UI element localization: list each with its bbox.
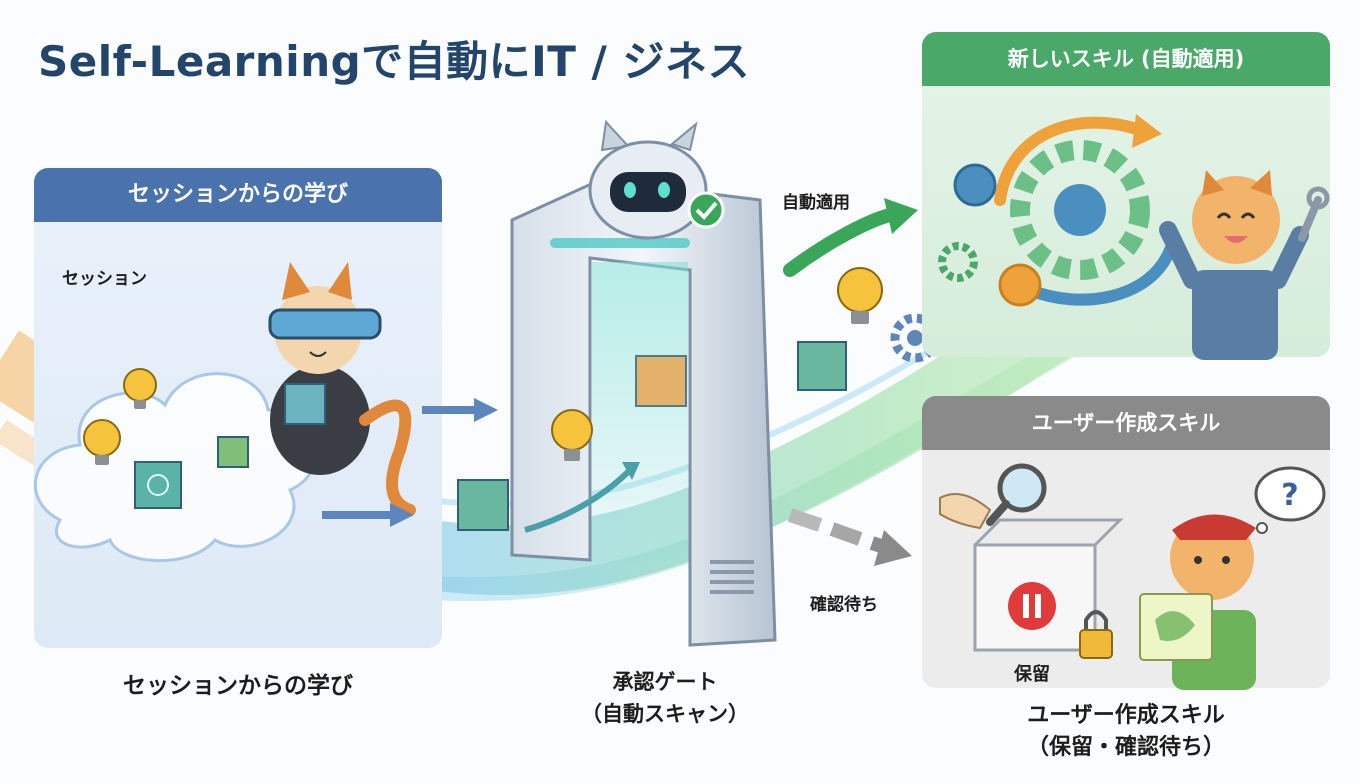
approval-gate-caption: 承認ゲート （自動スキャン） — [560, 666, 770, 730]
session-learning-caption: セッションからの学び — [123, 673, 353, 699]
user-skills-panel: ユーザー作成スキル — [922, 396, 1330, 688]
user-skills-panel-header: ユーザー作成スキル — [922, 396, 1330, 450]
auto-apply-arrow — [783, 198, 918, 277]
gate-light — [550, 238, 690, 248]
session-label: セッション — [62, 269, 147, 289]
cube-icon — [797, 341, 847, 391]
pending-label: 確認待ち — [810, 595, 878, 615]
gate-vent — [710, 560, 754, 594]
user-skills-caption-subtitle: （保留・確認待ち） — [1026, 735, 1225, 760]
hold-label: 保留 — [1014, 664, 1050, 685]
pending-arrow — [787, 508, 912, 566]
approval-gate-caption-subtitle: （自動スキャン） — [581, 702, 749, 726]
cube-icon — [457, 479, 509, 531]
approval-gate-caption-title: 承認ゲート — [612, 670, 718, 694]
page-title: Self-Learningで自動にIT / ジネス — [38, 37, 751, 86]
scan-beam — [592, 262, 688, 562]
lightbulb-icon — [837, 267, 883, 324]
new-skills-panel-header: 新しいスキル (自動適用) — [922, 32, 1330, 86]
new-skills-panel: 新しいスキル (自動適用) — [922, 32, 1330, 357]
cube-icon — [635, 355, 687, 407]
lightbulb-icon — [551, 409, 593, 461]
user-skills-caption: ユーザー作成スキル （保留・確認待ち） — [922, 700, 1330, 764]
auto-apply-label: 自動適用 — [782, 193, 850, 213]
check-icon — [687, 191, 725, 229]
session-learning-panel-header: セッションからの学び — [34, 168, 442, 222]
robot-cat-icon — [588, 119, 708, 240]
flow-arrow — [524, 462, 640, 533]
user-skills-caption-title: ユーザー作成スキル — [1027, 703, 1225, 728]
